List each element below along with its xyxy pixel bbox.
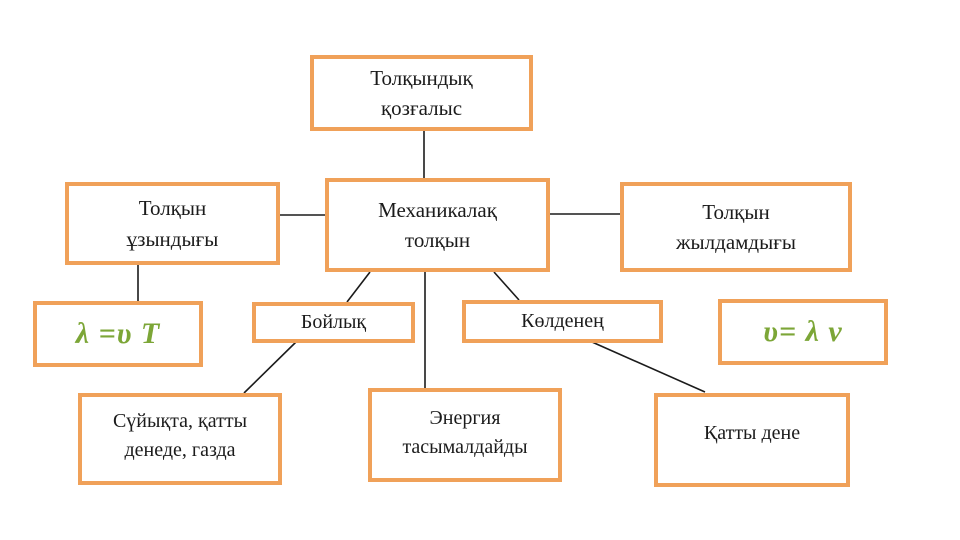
node-wave-speed-label: Толқын жылдамдығы (676, 199, 796, 254)
connector-mechanical-longitudinal (346, 271, 371, 303)
node-wave-motion: Толқындық қозғалыс (310, 55, 533, 131)
connector-longitudinal-media (243, 341, 297, 394)
node-wave-motion-label: Толқындық қозғалыс (370, 65, 473, 120)
node-solid-label: Қатты дене (703, 422, 801, 444)
node-transverse: Көлденең (462, 300, 663, 343)
node-mechanical-wave-label: Механикалақ толқын (378, 197, 497, 252)
node-wavelength-formula: λ =υ T (33, 301, 203, 367)
node-mechanical-wave: Механикалақ толқын (325, 178, 550, 272)
speed-formula-text: υ= λ ν (763, 315, 843, 348)
wavelength-formula-text: λ =υ T (75, 317, 161, 350)
node-wavelength: Толқын ұзындығы (65, 182, 280, 265)
node-energy: Энергия тасымалдайды (368, 388, 562, 482)
connector-mechanical-transverse (493, 271, 520, 301)
node-media: Сүйықта, қатты денеде, газда (78, 393, 282, 485)
node-wave-speed: Толқын жылдамдығы (620, 182, 852, 272)
node-longitudinal: Бойлық (252, 302, 415, 343)
node-longitudinal-label: Бойлық (300, 311, 367, 333)
connector-transverse-solid (591, 341, 706, 393)
node-transverse-label: Көлденең (521, 310, 604, 332)
node-wavelength-label: Толқын ұзындығы (126, 196, 219, 251)
node-media-label: Сүйықта, қатты денеде, газда (112, 410, 248, 461)
node-solid: Қатты дене (654, 393, 850, 487)
node-energy-label: Энергия тасымалдайды (402, 407, 528, 458)
node-speed-formula: υ= λ ν (718, 299, 888, 365)
